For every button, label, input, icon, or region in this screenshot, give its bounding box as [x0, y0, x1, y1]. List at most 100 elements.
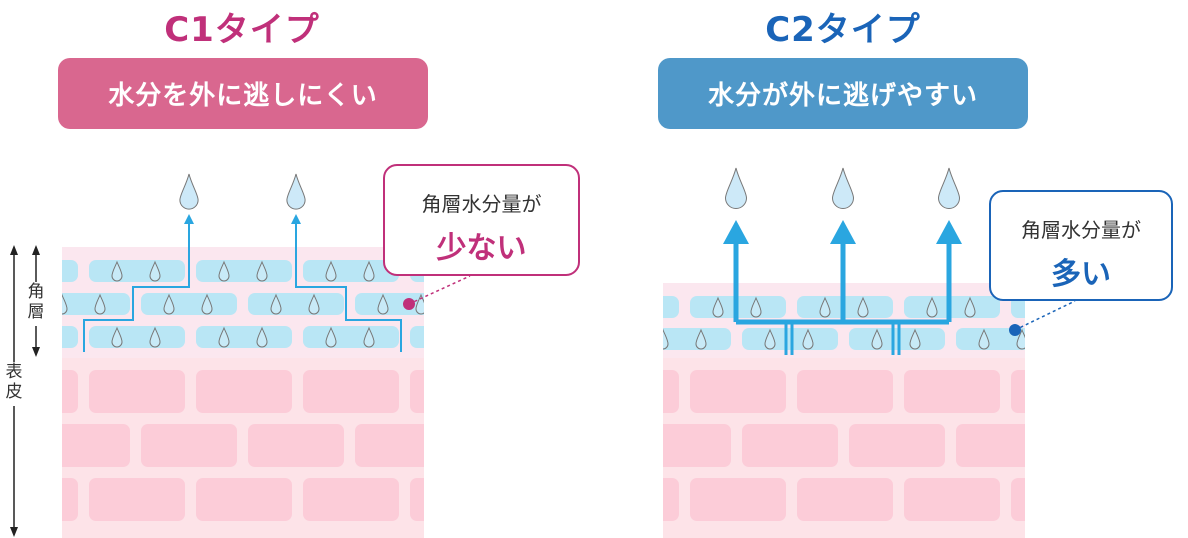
- water-drop-icon: [606, 298, 616, 317]
- water-drop-icon: [499, 298, 509, 317]
- c1-callout-dot: [403, 298, 415, 310]
- c1-banner: 水分を外に逃しにくい: [58, 58, 428, 129]
- water-drop-icon: [163, 293, 175, 315]
- water-cell: [196, 326, 292, 348]
- water-cell: [742, 328, 838, 350]
- c1-callout-pointer: [408, 275, 471, 305]
- c1-water-path-arrow: [83, 222, 190, 352]
- water-cell: [528, 328, 624, 350]
- skin-cell: [1011, 370, 1025, 413]
- water-drop-icon: [724, 167, 748, 209]
- water-drop-icon: [43, 328, 53, 347]
- arrowhead-icon: [936, 220, 962, 244]
- skin-cell: [196, 478, 292, 521]
- c2-callout-line2: 多い: [1051, 257, 1111, 292]
- arrowhead-icon: [184, 214, 194, 224]
- arrow-down-icon: [32, 347, 40, 357]
- water-drop-icon: [537, 298, 547, 317]
- skin-cell: [1011, 478, 1025, 521]
- c2-banner: 水分が外に逃げやすい: [658, 58, 1028, 129]
- water-drop-icon: [551, 330, 561, 349]
- water-cell: [849, 328, 945, 350]
- water-cell: [303, 326, 399, 348]
- water-drop-icon: [663, 328, 669, 350]
- c1-water-path-arrow: [295, 222, 402, 352]
- skin-cell: [663, 478, 679, 521]
- water-drop-icon: [964, 296, 976, 318]
- skin-cell: [849, 424, 945, 467]
- water-cell: [89, 326, 185, 348]
- epidermis-label: 表皮: [4, 362, 24, 406]
- water-drop-icon: [363, 260, 375, 282]
- water-drop-icon: [712, 296, 724, 318]
- water-drop-icon: [201, 293, 213, 315]
- skin-cell: [303, 478, 399, 521]
- water-cell: [248, 293, 344, 315]
- water-cell: [956, 328, 1025, 350]
- water-drop-icon: [589, 330, 599, 349]
- skin-cell: [410, 478, 424, 521]
- water-drop-icon: [94, 293, 106, 315]
- arrow-up-icon: [10, 245, 18, 255]
- water-drop-icon: [149, 326, 161, 348]
- water-drop-icon: [308, 293, 320, 315]
- arrow-down-icon: [10, 527, 18, 537]
- skin-cell: [248, 424, 344, 467]
- skin-cell: [904, 370, 1000, 413]
- water-drop-icon: [1016, 328, 1025, 350]
- c1-title: C1タイプ: [164, 10, 320, 50]
- water-drop-icon: [433, 328, 443, 347]
- water-drop-icon: [270, 293, 282, 315]
- c2-callout-pointer: [1014, 300, 1076, 331]
- water-drop-icon: [218, 326, 230, 348]
- c2-callout-line1: 角層水分量が: [1021, 218, 1141, 242]
- skin-cell: [141, 424, 237, 467]
- skin-cell: [797, 370, 893, 413]
- water-drop-icon: [471, 328, 481, 347]
- water-cell: [62, 260, 78, 282]
- water-cell: [62, 293, 130, 315]
- water-drop-icon: [857, 296, 869, 318]
- water-drop-icon: [871, 328, 883, 350]
- skin-cell: [62, 370, 78, 413]
- water-drop-icon: [256, 260, 268, 282]
- water-drop-icon: [62, 293, 68, 315]
- water-drop-icon: [149, 260, 161, 282]
- water-cell: [1011, 296, 1025, 318]
- water-drop-icon: [750, 296, 762, 318]
- water-drop-icon: [926, 296, 938, 318]
- c2-cells: [476, 296, 1025, 521]
- water-drop-icon: [256, 326, 268, 348]
- c1-callout-line2: 少ない: [436, 231, 527, 266]
- skin-cell: [797, 478, 893, 521]
- water-drop-icon: [325, 326, 337, 348]
- arrowhead-icon: [830, 220, 856, 244]
- water-drop-icon: [218, 260, 230, 282]
- skin-cell: [528, 424, 624, 467]
- water-drop-icon: [909, 328, 921, 350]
- water-cell: [62, 326, 78, 348]
- water-drop-icon: [43, 262, 53, 281]
- skin-cell: [62, 424, 130, 467]
- water-cell: [904, 296, 1000, 318]
- water-drop-icon: [764, 328, 776, 350]
- skin-cell: [904, 478, 1000, 521]
- water-drop-icon: [831, 167, 855, 209]
- arrow-up-icon: [32, 245, 40, 255]
- water-drop-icon: [695, 328, 707, 350]
- water-drop-icon: [644, 298, 654, 317]
- skin-cell: [196, 370, 292, 413]
- skin-cell: [663, 424, 731, 467]
- skin-cell: [476, 370, 572, 413]
- skin-cell: [476, 478, 572, 521]
- water-drop-icon: [978, 328, 990, 350]
- water-drop-icon: [819, 296, 831, 318]
- water-cell: [476, 296, 572, 318]
- skin-cell: [956, 424, 1025, 467]
- water-cell: [663, 328, 731, 350]
- c1-callout: 角層水分量が 少ない: [383, 164, 580, 276]
- water-drop-icon: [286, 173, 306, 210]
- skin-cell: [690, 478, 786, 521]
- water-cell: [0, 293, 23, 315]
